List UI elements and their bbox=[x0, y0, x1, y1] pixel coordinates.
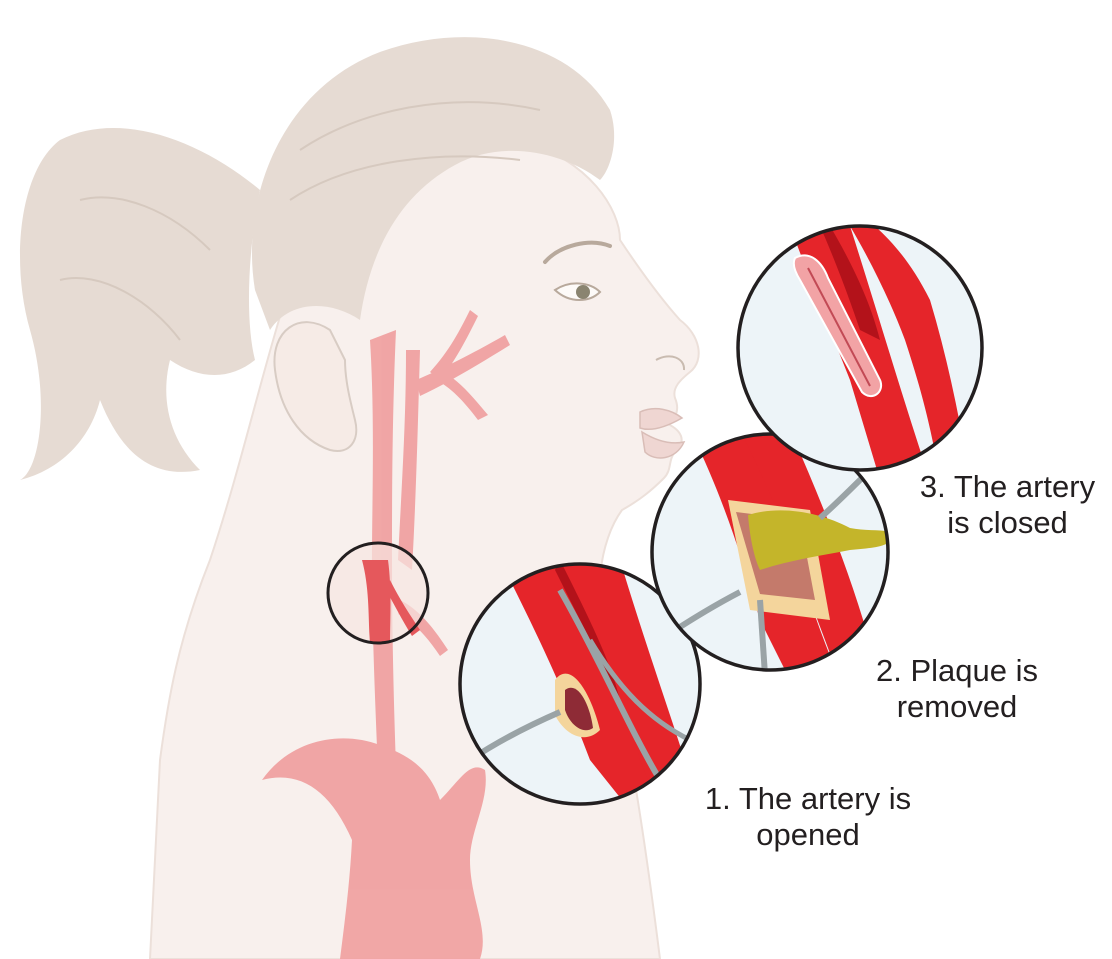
step-2-label: 2. Plaque is removed bbox=[862, 653, 1052, 725]
step-2-label-line2: removed bbox=[862, 689, 1052, 725]
step-2-label-line1: 2. Plaque is bbox=[862, 653, 1052, 689]
step-3-label-line2: is closed bbox=[905, 505, 1110, 541]
step-3-label: 3. The artery is closed bbox=[905, 469, 1110, 541]
iris bbox=[576, 285, 590, 299]
neck-highlight bbox=[328, 543, 428, 643]
step-1-label: 1. The artery is opened bbox=[688, 781, 928, 853]
step-1-label-line2: opened bbox=[688, 817, 928, 853]
step-3-label-line1: 3. The artery bbox=[905, 469, 1110, 505]
ponytail bbox=[20, 128, 260, 480]
step-1-label-line1: 1. The artery is bbox=[688, 781, 928, 817]
